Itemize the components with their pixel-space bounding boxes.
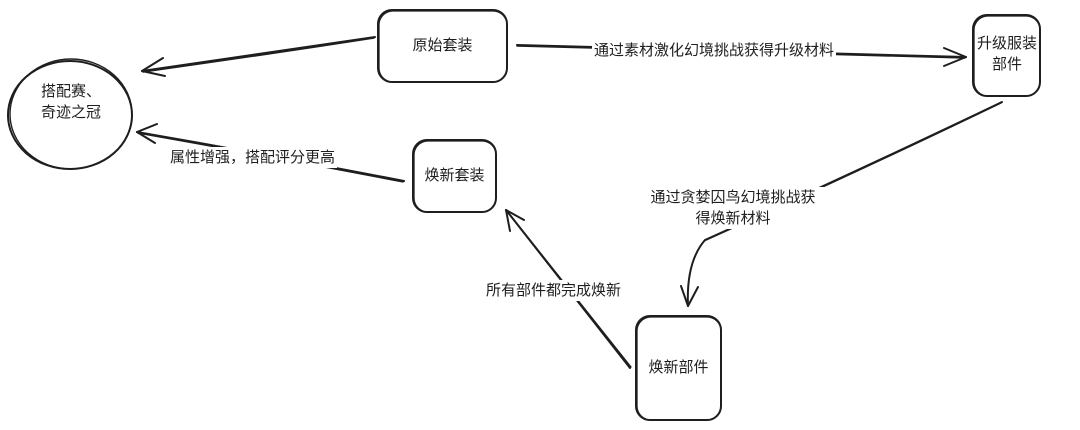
arrow-original-to-start [141,36,376,77]
node-original-suit-label: 原始套装 [412,36,473,54]
node-renewed-suit-label: 焕新套装 [424,166,485,184]
node-upgrade-parts-label: 升级服装 部件 [976,34,1037,73]
edge-upgrade-to-renewed-parts-label: 通过贪婪囚鸟幻境挑战获 得焕新材料 [628,187,838,229]
edge-renewed-suit-to-start-label: 属性增强，搭配评分更高 [168,147,338,168]
node-start-label: 搭配赛、 奇迹之冠 [40,82,101,121]
node-upgrade-parts-shape [972,14,1041,97]
node-original-suit-shape [377,9,508,83]
edge-renewed-parts-to-suit-label: 所有部件都完成焕新 [484,280,624,301]
node-renewed-parts-shape [635,315,722,421]
edge-original-to-upgrade-label: 通过素材激化幻境挑战获得升级材料 [592,40,837,61]
node-renewed-suit-shape [412,139,497,213]
node-renewed-parts-label: 焕新部件 [648,358,709,376]
node-start-shape [7,58,133,170]
